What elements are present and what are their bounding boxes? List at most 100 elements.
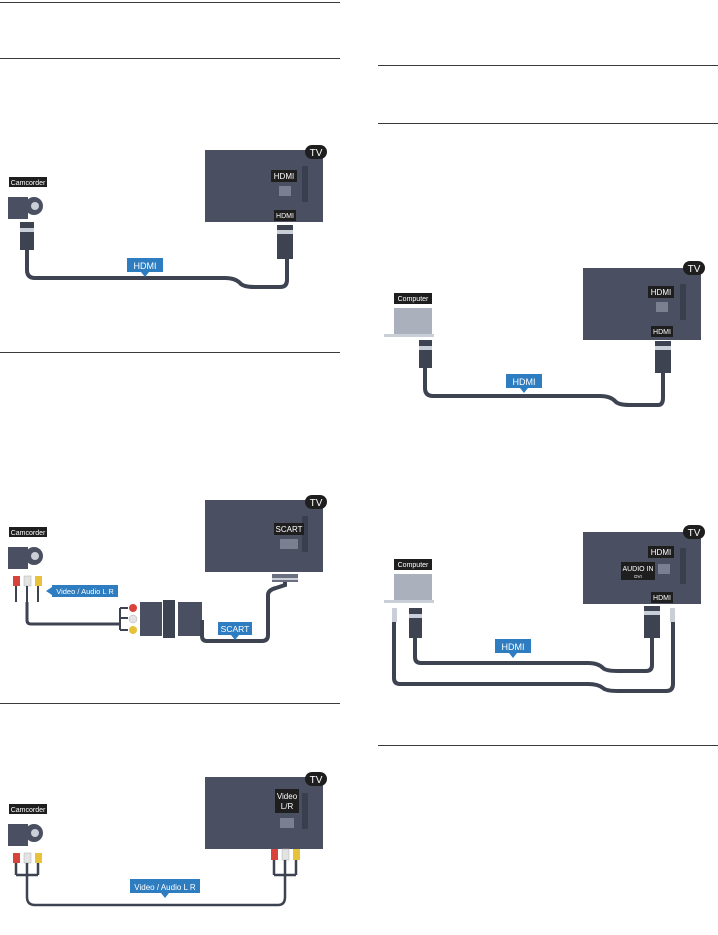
cable-label-bg [506,374,542,388]
hdmi-cable [413,638,654,673]
cable-label: HDMI [134,261,157,271]
plug-label: HDMI [653,329,671,336]
rule-left-1 [0,2,340,3]
computer-audio-plug [392,608,397,622]
adapter-jack-white [128,614,138,624]
diagram-computer-hdmi: TV HDMI HDMI Computer HDMI [384,261,705,407]
tv-badge [305,772,327,786]
plug-label: HDMI [276,213,294,220]
port-label: HDMI [651,288,671,297]
computer-screen [394,308,432,334]
device-label-bg [9,527,47,537]
cable-label-bg [130,879,200,893]
tv-side-bar [680,284,686,320]
computer-plug-band [409,614,422,618]
tv-side-bar [680,548,686,584]
hdmi-port [279,186,291,196]
plug-label: HDMI [653,595,671,602]
port-label-line2: L/R [281,802,294,811]
hdmi-port [658,564,670,574]
tv-badge [305,145,327,159]
camcorder-body [8,197,28,219]
tv-audio-plug [670,608,675,622]
audio-in-label: AUDIO IN [622,566,653,573]
rule-left-2 [0,58,340,59]
tv-label: TV [310,148,323,159]
tv-badge [683,261,705,275]
camcorder-lens-inner [31,202,39,210]
plug-label-bg [651,592,673,603]
tv-side-bar [302,166,308,202]
diagram-camcorder-av: TV Video L/R Camcorder Video / Audio L R [8,772,327,907]
port-label: HDMI [274,172,294,181]
device-label-bg [9,804,47,814]
cable-label-bg [495,639,531,653]
cable1-label-bg [52,585,118,597]
camcorder-body [8,547,28,569]
camcorder-plug [20,222,34,250]
adapter-scart-body [178,602,202,636]
device-label: Camcorder [11,807,46,814]
audio-in-label-bg [621,562,655,580]
port-label-line1: Video [277,792,298,801]
port-label: SCART [276,525,303,534]
rca-plug-white [23,852,32,864]
port-label-bg [648,286,674,298]
camcorder-lens-inner [31,829,39,837]
port-label-bg [275,789,299,813]
device-label-bg [9,177,47,187]
rca-plug-yellow [35,853,42,863]
tv-plug [655,341,671,373]
av-cable [14,860,298,907]
tv-side-bar [302,516,308,552]
rca-plug-red [13,576,20,586]
tv-plug-band [277,230,293,234]
cable-label-arrow [520,388,528,393]
computer-plug [409,608,422,638]
computer-plug-band [419,346,432,350]
cable2-label-arrow [231,635,239,640]
tv-rca-white [281,848,290,861]
camcorder-body [8,824,28,846]
hdmi-cable [423,368,665,407]
tv-label: TV [688,264,701,275]
rule-right-1 [378,65,718,66]
tv-badge [683,525,705,539]
rca-wires [15,586,39,602]
av-port [280,818,294,828]
diagram-computer-dvi: TV HDMI AUDIO IN DVI HDMI Computer HDMI [384,525,705,693]
rule-left-3 [0,352,340,353]
adapter-block [140,602,162,636]
diagram-camcorder-hdmi: TV HDMI HDMI Camcorder HDMI [8,145,327,289]
rca-plug-red [13,853,20,863]
adapter-wires [119,607,128,631]
hdmi-cable [25,250,289,289]
computer-base [384,334,434,337]
tv-scart-plug-stripe [272,578,298,580]
av-cable [25,602,120,626]
tv-rca-red [271,849,278,860]
tv-plug [644,606,660,638]
cable1-label: Video / Audio L R [56,587,114,596]
cable-label: HDMI [513,377,536,387]
cable1-label-arrow [46,587,52,595]
cable-label-arrow [509,653,517,658]
cable2-label-bg [218,622,252,635]
cable-label: HDMI [502,642,525,652]
tv-plug-band [655,346,671,350]
device-label: Camcorder [11,530,46,537]
device-label-bg [394,559,432,570]
dvi-label: DVI [634,574,642,579]
camcorder-plug-band [20,228,34,232]
tv-label: TV [688,528,701,539]
scart-port [280,539,298,549]
cable-label: Video / Audio L R [134,883,196,892]
cable-label-bg [127,258,163,272]
tv-rca-yellow [293,849,300,860]
camcorder-lens-inner [31,552,39,560]
computer-base [384,600,434,603]
diagram-camcorder-scart: TV SCART Camcorder Video / Audio L R SCA… [8,495,327,643]
port-label-bg [648,546,674,558]
port-label-bg [274,523,304,535]
scart-cable [200,582,287,643]
